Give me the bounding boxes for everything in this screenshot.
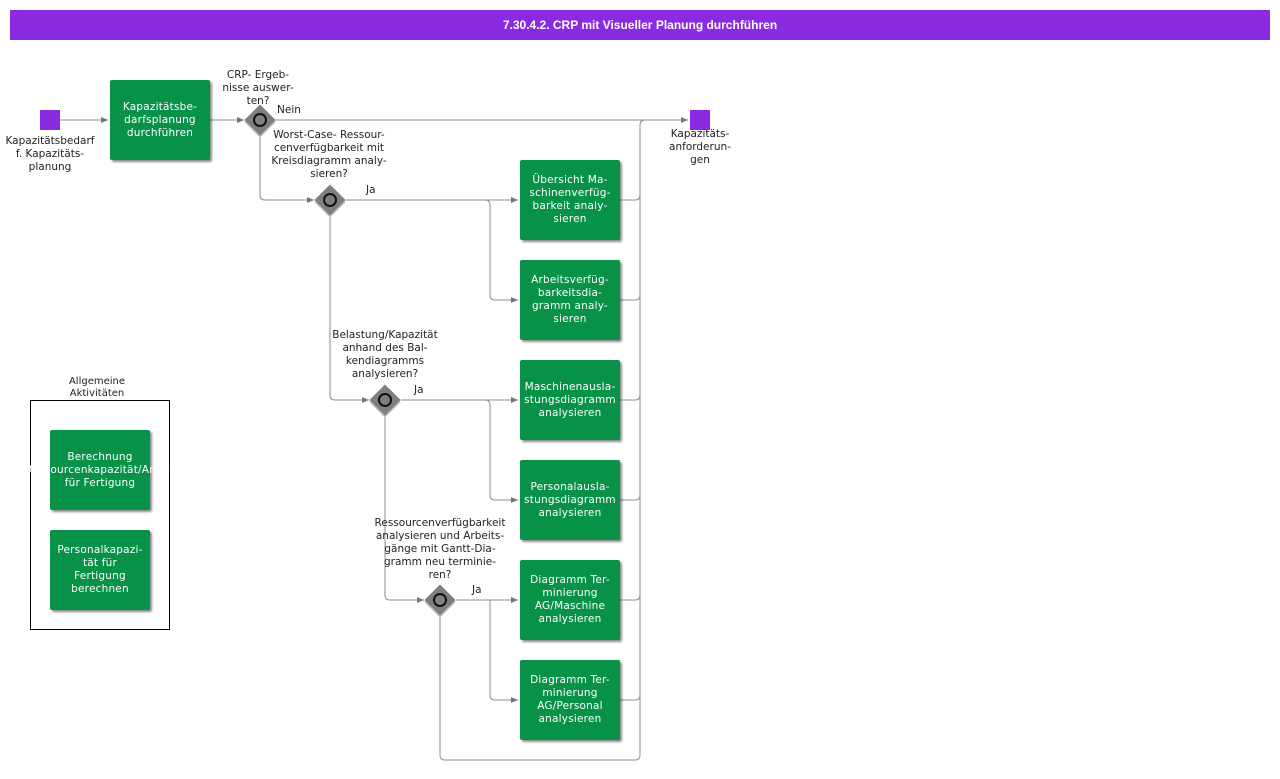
flow-g2-to-g3 <box>329 216 369 403</box>
flow-g2-branch <box>484 199 518 303</box>
diagram-title: 7.30.4.2. CRP mit Visueller Planung durc… <box>10 10 1270 40</box>
task-terminierung-personal[interactable]: Diagramm Ter- minierung AG/Personal anal… <box>520 660 620 740</box>
start-event-label: Kapazitätsbedarf f. Kapazitäts- planung <box>5 135 95 173</box>
task-uebersicht-maschinen[interactable]: Übersicht Ma- schinenverfüg- barkeit ana… <box>520 160 620 240</box>
group-allgemeine-aktivitaeten <box>30 400 170 630</box>
gateway-g3-yes-label: Ja <box>414 384 424 396</box>
end-event-label: Kapazitäts- anforderun- gen <box>669 128 731 166</box>
flow-g1-to-g2 <box>259 136 314 203</box>
gateway-g1 <box>244 104 276 138</box>
gateway-g4 <box>424 584 456 618</box>
flow-g4-no <box>439 616 641 761</box>
task-kapazitaetsbedarfsplanung[interactable]: Kapazitätsbe- darfsplanung durchführen <box>110 80 210 160</box>
task-personalauslastung[interactable]: Personalausla- stungsdiagramm analysiere… <box>520 460 620 540</box>
gateway-g4-question: Ressourcenverfügbarkeit analysieren und … <box>374 517 506 581</box>
task-personalkapazitaet[interactable]: Personalkapazi- tät für Fertigung berech… <box>50 530 150 610</box>
end-event-icon[interactable] <box>690 110 710 130</box>
gateway-g1-question: CRP- Ergeb- nisse auswer- ten? <box>222 69 294 107</box>
gateway-g1-no-label: Nein <box>277 104 301 116</box>
gateway-g2 <box>314 184 346 218</box>
flow-g4-branch <box>489 600 518 701</box>
gateway-g4-yes-label: Ja <box>472 584 482 596</box>
gateway-g3 <box>369 384 401 418</box>
flow-merge-line <box>639 119 646 755</box>
task-berechnung-ressourcenkapazitaet[interactable]: Berechnung Ressourcenkapazität/Arbeit fü… <box>25 430 174 510</box>
start-event-icon[interactable] <box>40 110 60 130</box>
group-label: Allgemeine Aktivitäten <box>68 376 126 399</box>
gateway-g2-yes-label: Ja <box>366 184 376 196</box>
task-terminierung-maschine[interactable]: Diagramm Ter- minierung AG/Maschine anal… <box>520 560 620 640</box>
gateway-g2-question: Worst-Case- Ressour- cenverfügbarkeit mi… <box>271 129 387 180</box>
gateway-g3-question: Belastung/Kapazität anhand des Bal- kend… <box>332 329 438 380</box>
task-arbeitsverfuegbarkeit[interactable]: Arbeitsverfüg- barkeitsdia- gramm analy-… <box>520 260 620 340</box>
task-maschinenauslastung[interactable]: Maschinenausla- stungsdiagramm analysier… <box>520 360 620 440</box>
flow-g3-to-g4 <box>384 416 424 603</box>
flow-g3-branch <box>484 399 518 503</box>
